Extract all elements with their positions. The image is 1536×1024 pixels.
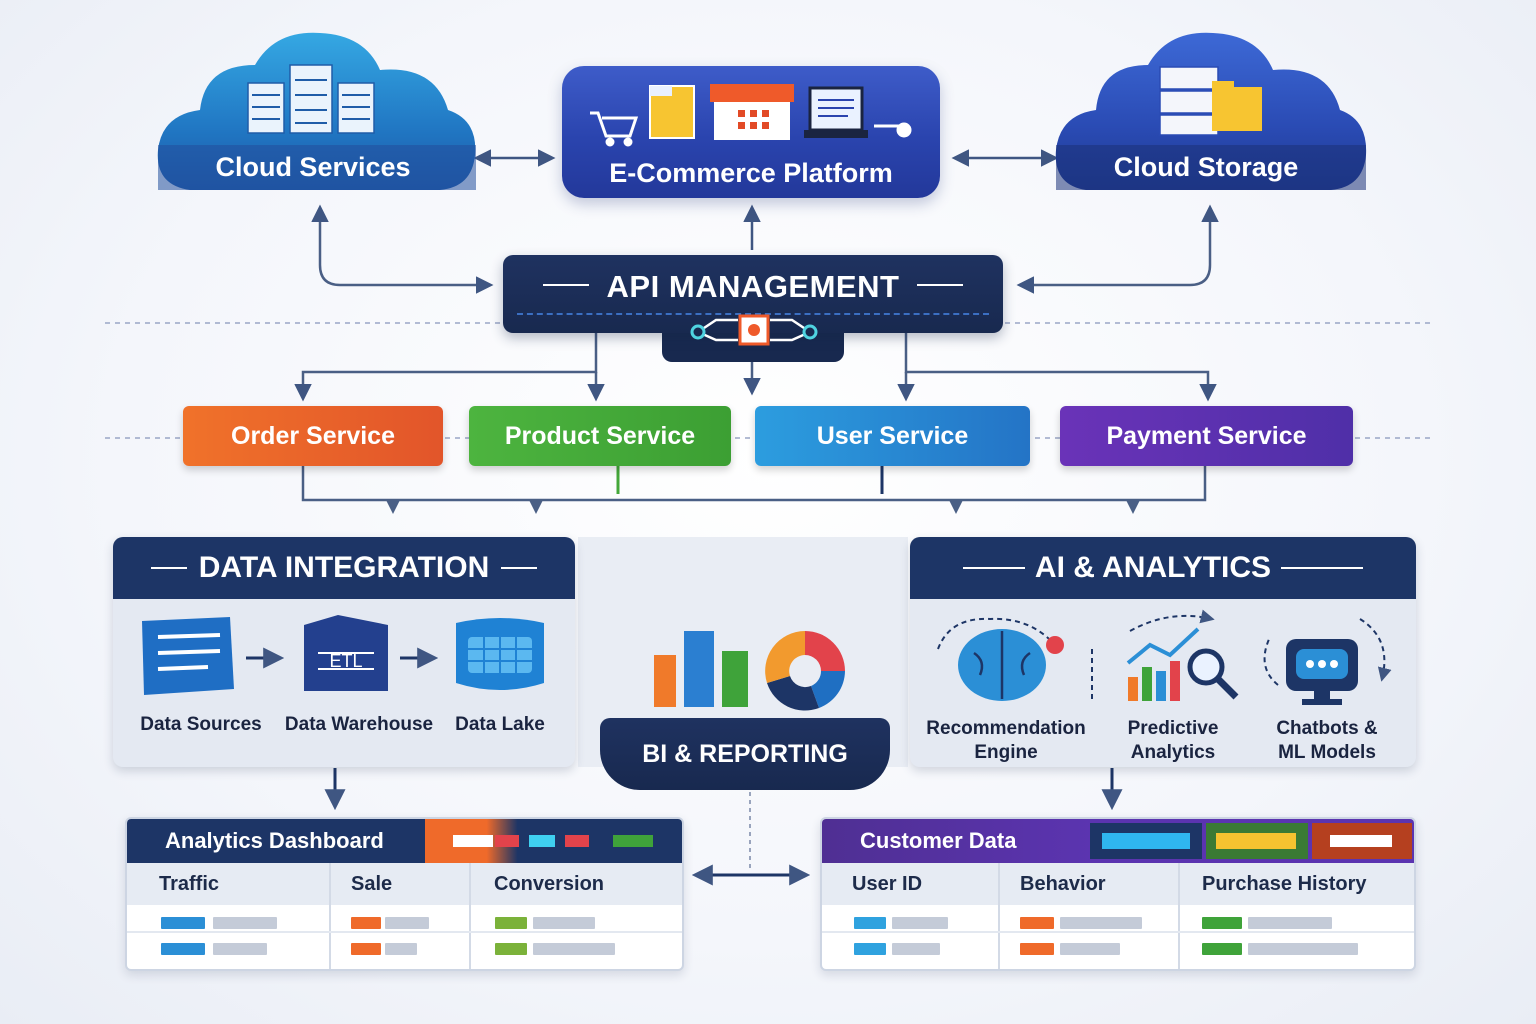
customer-header-strip <box>1090 819 1414 863</box>
chatbots-ml-label: Chatbots & ML Models <box>1262 717 1392 765</box>
folder-icon <box>649 85 695 139</box>
data-sources-icon <box>142 617 234 695</box>
product-service-button[interactable]: Product Service <box>469 406 731 466</box>
user-service-button[interactable]: User Service <box>755 406 1030 466</box>
payment-service-button[interactable]: Payment Service <box>1060 406 1353 466</box>
cloud-services-cloud[interactable] <box>150 25 480 200</box>
table-row <box>161 917 205 929</box>
data-pipeline-icons: ETL <box>142 615 544 695</box>
customer-data-title: Customer Data <box>822 819 1092 863</box>
cloud-storage-cloud[interactable] <box>1048 25 1370 200</box>
chatbots-line1: Chatbots & <box>1276 718 1378 739</box>
ecommerce-platform-box[interactable]: E-Commerce Platform <box>562 66 940 198</box>
bi-charts-icon <box>654 631 845 711</box>
ai-icons <box>937 609 1392 705</box>
database-icon <box>1159 66 1219 136</box>
row-divider <box>127 931 682 933</box>
column-user-id: User ID <box>852 872 923 895</box>
laptop-icon <box>804 86 868 138</box>
chatbots-line2: ML Models <box>1278 742 1376 763</box>
column-divider <box>998 863 1000 969</box>
ecommerce-platform-label: E-Commerce Platform <box>609 158 893 188</box>
title-rule-left <box>150 567 187 569</box>
predictive-line1: Predictive <box>1127 718 1219 739</box>
analytics-dashboard-table[interactable]: Analytics Dashboard Traffic Sale Convers… <box>125 817 684 971</box>
column-divider <box>329 863 331 969</box>
customer-data-table[interactable]: Customer Data User ID Behavior Purchase … <box>820 817 1416 971</box>
recommendation-line1: Recommendation <box>926 718 1086 739</box>
column-conversion: Conversion <box>494 872 605 895</box>
key-icon <box>874 122 912 138</box>
title-rule-left <box>543 284 589 286</box>
dashboard-column-row: Traffic Sale Conversion <box>127 863 682 905</box>
cart-icon <box>590 111 639 147</box>
api-management-title: API MANAGEMENT <box>606 269 900 304</box>
column-behavior: Behavior <box>1020 872 1106 895</box>
customer-column-row: User ID Behavior Purchase History <box>822 863 1414 905</box>
predictive-line2: Analytics <box>1130 742 1216 763</box>
column-traffic: Traffic <box>159 872 220 895</box>
title-rule-right <box>1281 567 1364 569</box>
data-integration-title: DATA INTEGRATION <box>198 551 490 584</box>
predictive-analytics-icon <box>1126 609 1239 701</box>
api-dashed-rule <box>517 313 989 315</box>
brain-icon <box>937 617 1093 701</box>
data-sources-label: Data Sources <box>140 714 262 735</box>
cloud-services-label: Cloud Services <box>215 152 411 182</box>
data-lake-label: Data Lake <box>455 714 545 735</box>
api-gateway-icon <box>690 314 818 346</box>
ai-analytics-title: AI & ANALYTICS <box>1034 551 1272 584</box>
data-integration-header: DATA INTEGRATION <box>113 537 575 599</box>
column-purchase-history: Purchase History <box>1202 872 1367 895</box>
order-service-button[interactable]: Order Service <box>183 406 443 466</box>
dashboard-header-strip <box>425 819 682 863</box>
title-rule-right <box>501 567 538 569</box>
store-icon <box>710 84 794 140</box>
data-lake-icon <box>456 618 544 690</box>
row-divider <box>822 931 1414 933</box>
column-divider <box>469 863 471 969</box>
cloud-storage-label: Cloud Storage <box>1113 152 1299 182</box>
recommendation-line2: Engine <box>974 742 1038 763</box>
data-warehouse-icon <box>304 615 388 691</box>
ecommerce-icons <box>590 84 912 147</box>
chatbot-icon <box>1263 618 1392 705</box>
analytics-dashboard-title: Analytics Dashboard <box>127 819 427 863</box>
ai-analytics-header: AI & ANALYTICS <box>910 537 1416 599</box>
title-rule-right <box>917 284 963 286</box>
data-warehouse-label: Data Warehouse <box>284 714 434 735</box>
column-sale: Sale <box>351 872 393 895</box>
bi-reporting-box[interactable]: BI & REPORTING <box>600 718 890 790</box>
etl-text: ETL <box>329 651 362 671</box>
column-divider <box>1178 863 1180 969</box>
table-row <box>854 917 886 929</box>
data-integration-panel: DATA INTEGRATION ETL Data Sources Data W… <box>113 537 575 767</box>
title-rule-left <box>962 567 1025 569</box>
storage-folder-icon <box>1212 81 1262 131</box>
